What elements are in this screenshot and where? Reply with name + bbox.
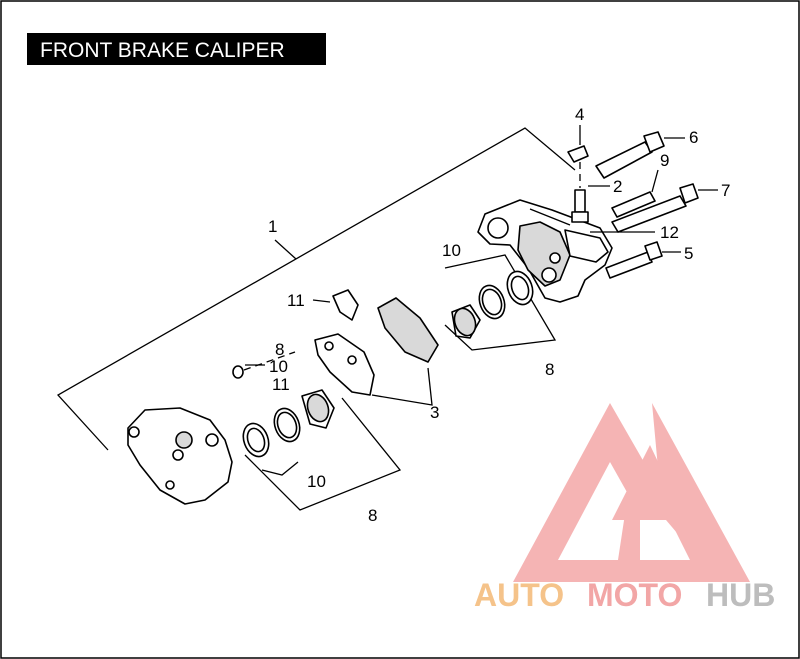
callout-11-small: 11 [272, 375, 290, 394]
callout-10-lower: 10 [307, 472, 326, 491]
brake-pad-front [314, 333, 433, 406]
callout-1-bracket [56, 127, 576, 451]
watermark-text: AUTO MOTO HUB [474, 577, 775, 613]
watermark-text-moto: MOTO [587, 577, 682, 613]
callout-3: 3 [430, 403, 439, 422]
callout-8-upper: 8 [545, 360, 554, 379]
callout-5: 5 [684, 244, 693, 263]
watermark-text-auto: AUTO [474, 577, 564, 613]
watermark-inner-cut [558, 462, 628, 560]
callout-11-pad: 11 [287, 291, 305, 310]
caliper-lower-half [127, 407, 233, 505]
callout-8-small: 8 [275, 340, 284, 359]
bleeder-cap [567, 145, 589, 163]
title-block: FRONT BRAKE CALIPER [27, 33, 326, 65]
pad-clip [312, 289, 359, 321]
title-background [27, 33, 326, 65]
callout-9: 9 [660, 151, 669, 170]
lower-piston-seal-kit [242, 389, 402, 511]
callout-6: 6 [689, 128, 698, 147]
caliper-housing [477, 199, 613, 303]
callout-8-lower: 8 [368, 506, 377, 525]
bolt-5 [605, 241, 681, 279]
callout-2: 2 [613, 177, 622, 196]
watermark-logo [513, 403, 750, 582]
pin-9 [611, 169, 659, 218]
watermark-text-hub: HUB [706, 577, 775, 613]
upper-piston-seal-kit [444, 254, 557, 351]
page-title: FRONT BRAKE CALIPER [40, 39, 285, 62]
callout-10-upper: 10 [442, 241, 461, 260]
watermark-g-stroke [612, 445, 705, 560]
brake-pad-rear [377, 297, 439, 363]
bolt-6 [595, 131, 685, 179]
callout-4: 4 [575, 105, 584, 124]
callout-1: 1 [268, 217, 277, 236]
callout-12: 12 [660, 223, 679, 242]
callout-10-small: 10 [269, 357, 288, 376]
small-seal [232, 351, 296, 379]
bolt-7 [611, 183, 718, 233]
callout-7: 7 [721, 181, 730, 200]
